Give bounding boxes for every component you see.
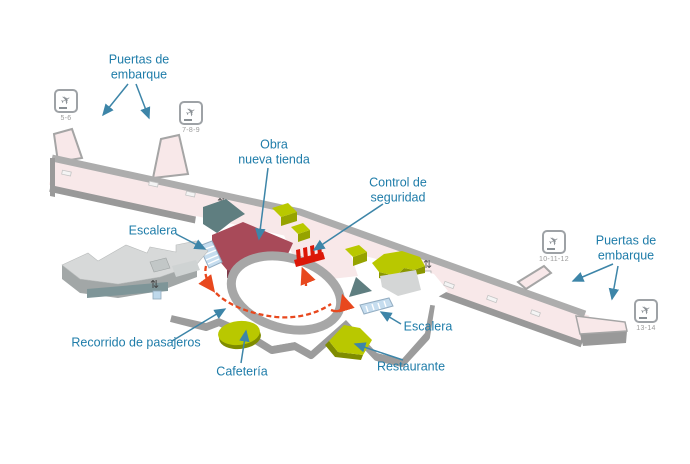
plane-icon: ✈ [638,301,654,319]
platform-surface [61,240,209,285]
arrow-construction [255,167,269,241]
shop-box [291,223,310,234]
label-line: Obra [260,137,288,152]
label-construction: Obra nueva tienda [238,137,310,167]
route-exit-arrow [330,293,355,313]
gate-icon-5-6: ✈ 5-6 [36,89,96,122]
gate-box: ✈ [542,230,566,254]
pier-gates-13-14 [575,315,628,346]
route-entry-arrow [198,265,216,293]
gate-number: 10-11-12 [539,256,569,263]
teal-zone [203,199,245,233]
label-line: embarque [597,248,655,262]
arrow-stairs-left [175,233,207,250]
label-restaurant: Restaurante [376,359,446,374]
arrow-stairs-right [379,311,402,325]
gate-icon-7-8-9: ✈ 7-8-9 [161,101,221,134]
gate-icon-10-11-12: ✈ 10-11-12 [524,230,584,263]
label-passenger-route: Recorrido de pasajeros [71,335,201,350]
gate-icon-13-14: ✈ 13-14 [616,299,676,332]
runway-bar [184,119,192,121]
plane-icon: ✈ [58,91,74,109]
pier-gates-7-8-9 [151,133,190,180]
arrow-gates-left-1 [102,83,129,117]
plane-icon: ✈ [546,232,562,250]
label-cafeteria: Cafetería [216,364,268,379]
arrow-gates-right-1 [571,263,614,282]
concourse-doors [61,169,541,318]
route-loop [215,292,332,319]
label-boarding-gates-left: Puertas de embarque [109,52,169,82]
concourse-left-cap [50,158,55,197]
passenger-route-path [198,265,355,319]
elevator-icon [152,290,162,300]
arrow-restaurant [353,342,404,361]
pier-gates-10-11-12 [516,264,553,291]
arrow-passenger-route [171,308,227,342]
label-line: Puertas de [595,233,657,248]
plane-icon: ✈ [183,103,199,121]
shop-box [345,245,367,257]
label-line: Control de [369,175,427,190]
label-line: Puertas de [108,52,170,67]
gate-box: ✈ [179,101,203,125]
stairs-icon: ⇅ [423,258,432,271]
hub-front-wall [170,304,435,367]
gate-number: 7-8-9 [182,127,200,134]
gate-box: ✈ [54,89,78,113]
label-stairs-left: Escalera [128,223,178,238]
arrow-security [312,203,384,251]
gate-box: ✈ [634,299,658,323]
runway-bar [547,248,555,250]
concourse-far-band [51,154,587,318]
label-security: Control de seguridad [369,175,427,205]
arrivals-platform: ⇅ [61,240,209,300]
runway-bar [59,107,67,109]
gate-number: 5-6 [60,115,72,122]
runway-bar [639,317,647,319]
route-security-arrow [300,266,316,287]
stairs-icon: ⇅ [150,278,159,291]
label-line: seguridad [370,190,426,204]
annotation-arrows [102,83,620,364]
shop-box [272,203,297,217]
label-boarding-gates-right: Puertas de embarque [596,233,656,263]
stairs-right [359,297,394,315]
platform-step [149,257,171,273]
arrow-cafeteria [239,329,250,364]
gate-number: 13-14 [636,325,656,332]
arrow-gates-left-2 [135,83,151,120]
label-line: embarque [110,67,168,81]
shop-boxes [272,203,367,266]
label-stairs-right: Escalera [403,319,453,334]
teal-wedge [349,277,372,297]
platform-bridge [172,260,200,277]
gray-floor-wedge [380,270,421,296]
platform-teal-strip [87,282,168,298]
amenity-zone-right [372,251,425,296]
label-line: nueva tienda [238,152,310,166]
arrow-gates-right-2 [608,265,620,301]
